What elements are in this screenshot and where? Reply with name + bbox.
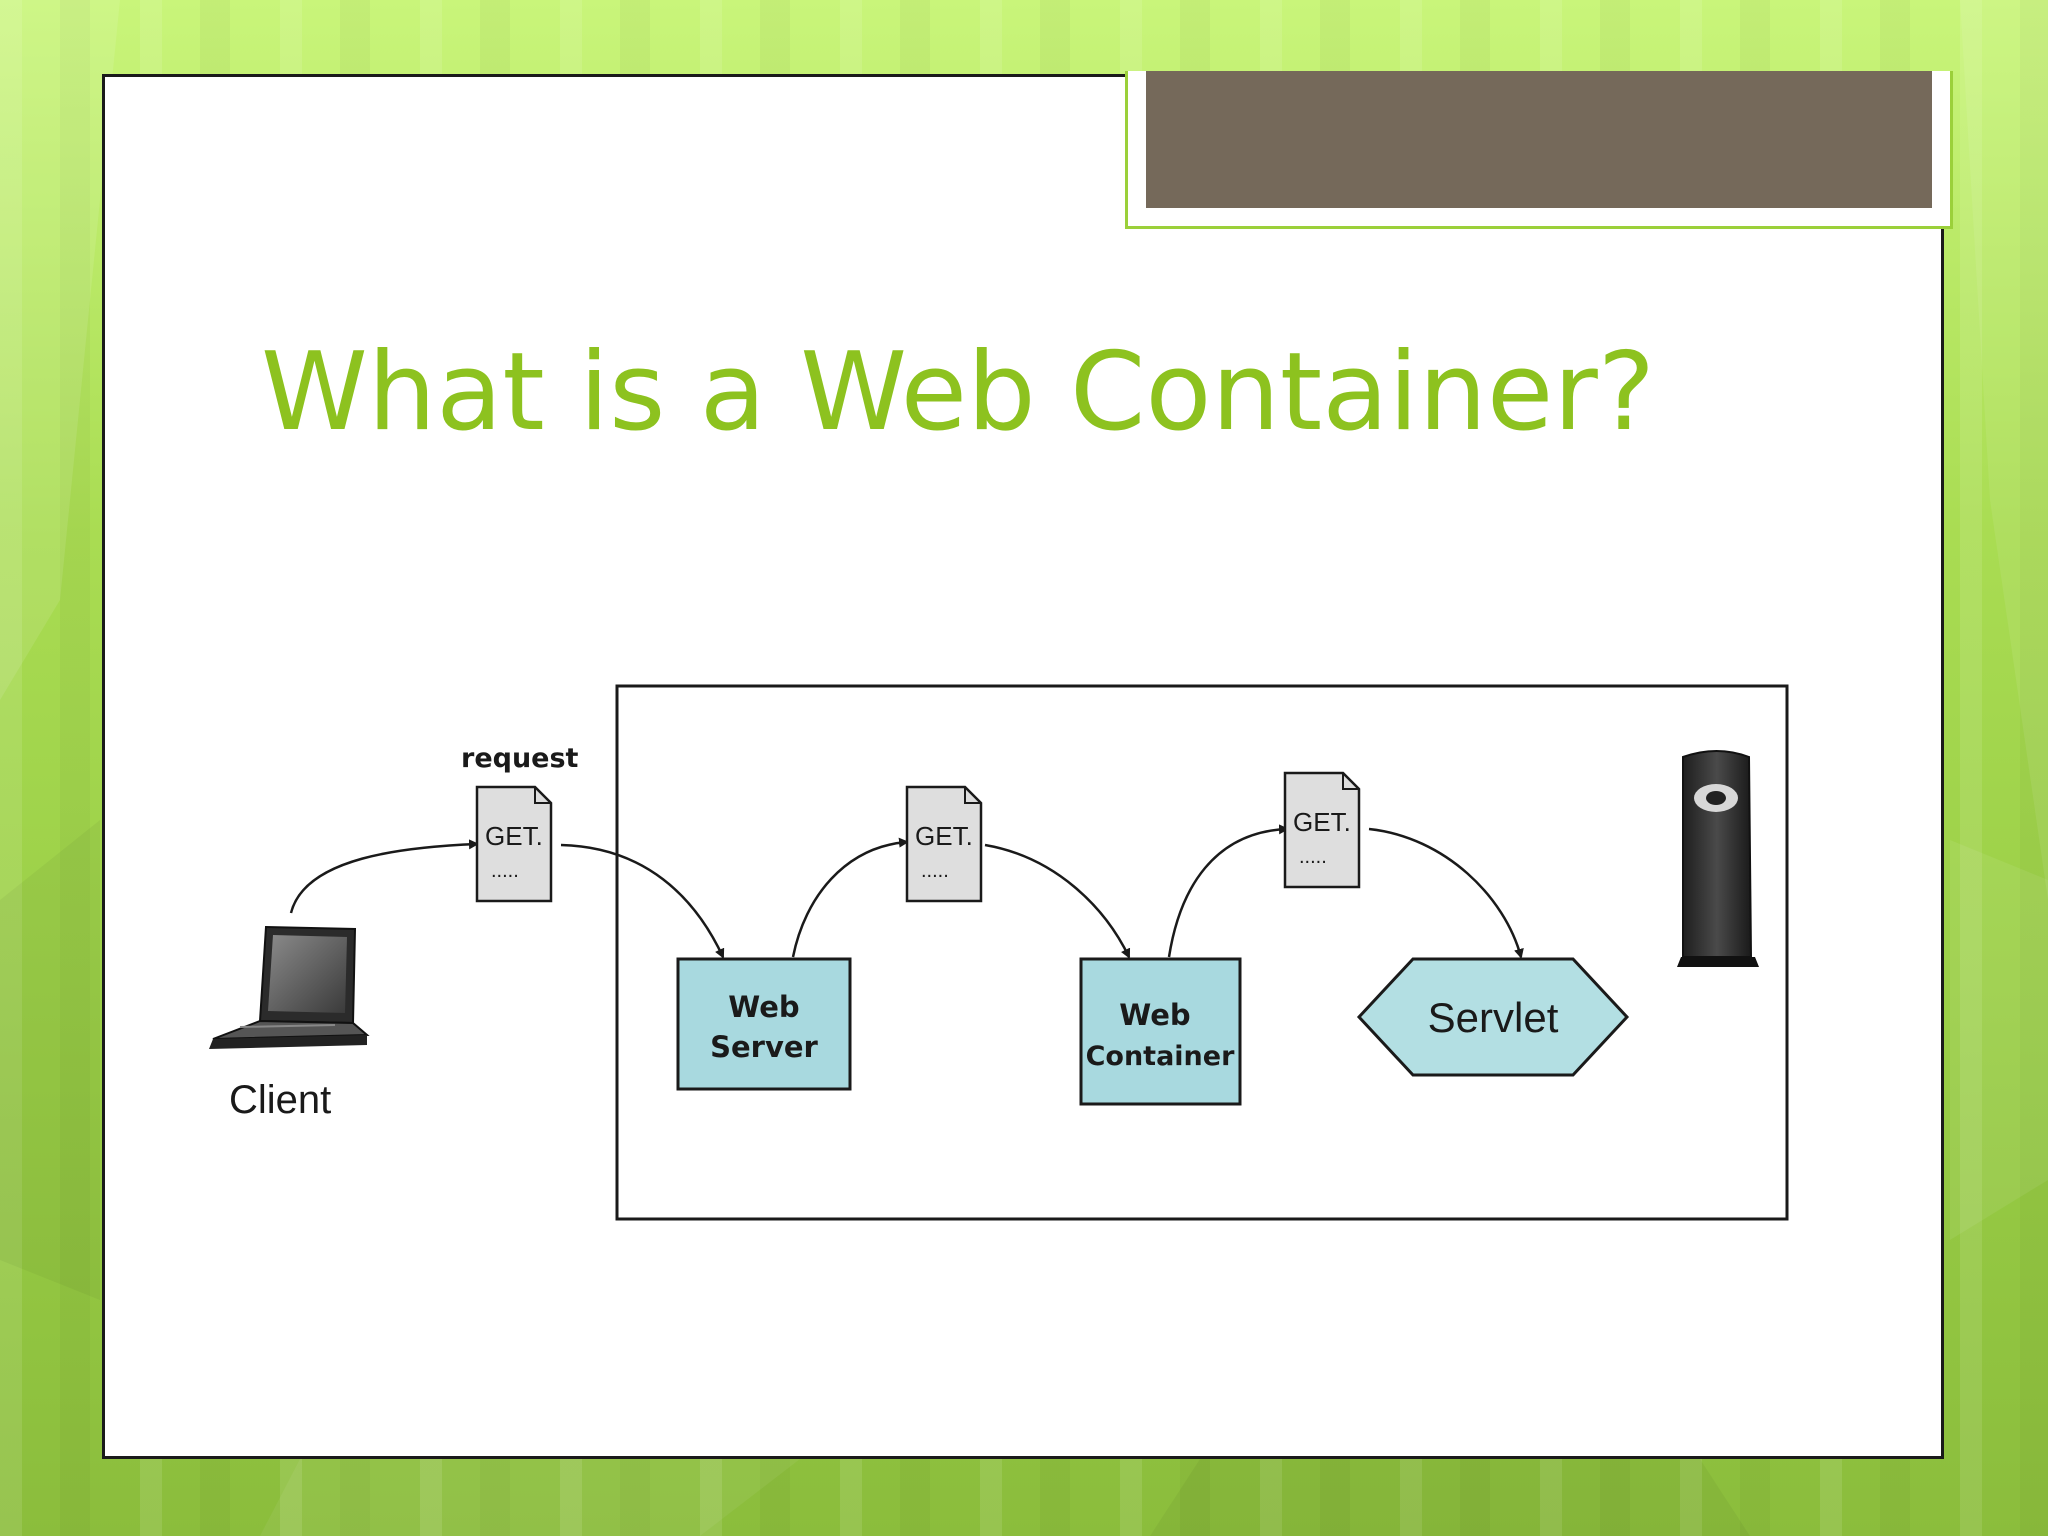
servlet-label: Servlet (1428, 994, 1559, 1041)
laptop-icon (209, 925, 370, 1049)
arrow-document-to-web-container (984, 843, 1131, 959)
forwarded-document: GET. ..... (905, 785, 983, 903)
document-method: GET. (915, 821, 973, 851)
web-server-box: Web Server (676, 957, 852, 1091)
title-plaque (1125, 71, 1953, 229)
document-method: GET. (485, 821, 543, 851)
slide-panel: What is a Web Container? (102, 71, 1953, 1459)
document-icon (905, 785, 983, 903)
web-container-diagram: request GET. ..... GET. ..... GET. ..... (209, 684, 1789, 1221)
document-icon (475, 785, 553, 903)
arrow-document-to-servlet (1368, 827, 1524, 959)
web-server-rect (676, 957, 852, 1091)
web-container-label-line1: Web (1119, 998, 1190, 1032)
web-container-label-line2: Container (1086, 1041, 1236, 1072)
server-tower-icon (1677, 750, 1759, 967)
document-body: ..... (921, 860, 949, 882)
server-boundary-frame (615, 684, 1789, 1221)
web-server-label-line1: Web (728, 990, 799, 1024)
document-body: ..... (1299, 846, 1327, 868)
document-fold (1342, 773, 1359, 790)
flow-arrows (289, 824, 1524, 959)
client-label: Client (229, 1078, 331, 1122)
servlet-hexagon (1356, 957, 1630, 1077)
document-body: ..... (491, 860, 519, 882)
document-fold (964, 787, 981, 804)
web-container-rect (1079, 957, 1242, 1106)
arrow-client-to-request (289, 839, 479, 914)
document-icon (1283, 771, 1361, 889)
servlet-node: Servlet (1356, 957, 1630, 1077)
arrow-web-container-to-document (1167, 824, 1289, 958)
web-server-label-line2: Server (710, 1030, 818, 1064)
arrow-request-to-web-server (560, 843, 725, 959)
request-document: GET. ..... (475, 785, 553, 903)
web-container-box: Web Container (1079, 957, 1242, 1106)
title-plaque-fill (1146, 71, 1932, 208)
document-method: GET. (1293, 807, 1351, 837)
document-fold (534, 787, 551, 804)
slide-title: What is a Web Container? (261, 330, 1656, 455)
arrow-web-server-to-document (791, 837, 909, 958)
request-label: request (461, 743, 579, 774)
servlet-request-document: GET. ..... (1283, 771, 1361, 889)
